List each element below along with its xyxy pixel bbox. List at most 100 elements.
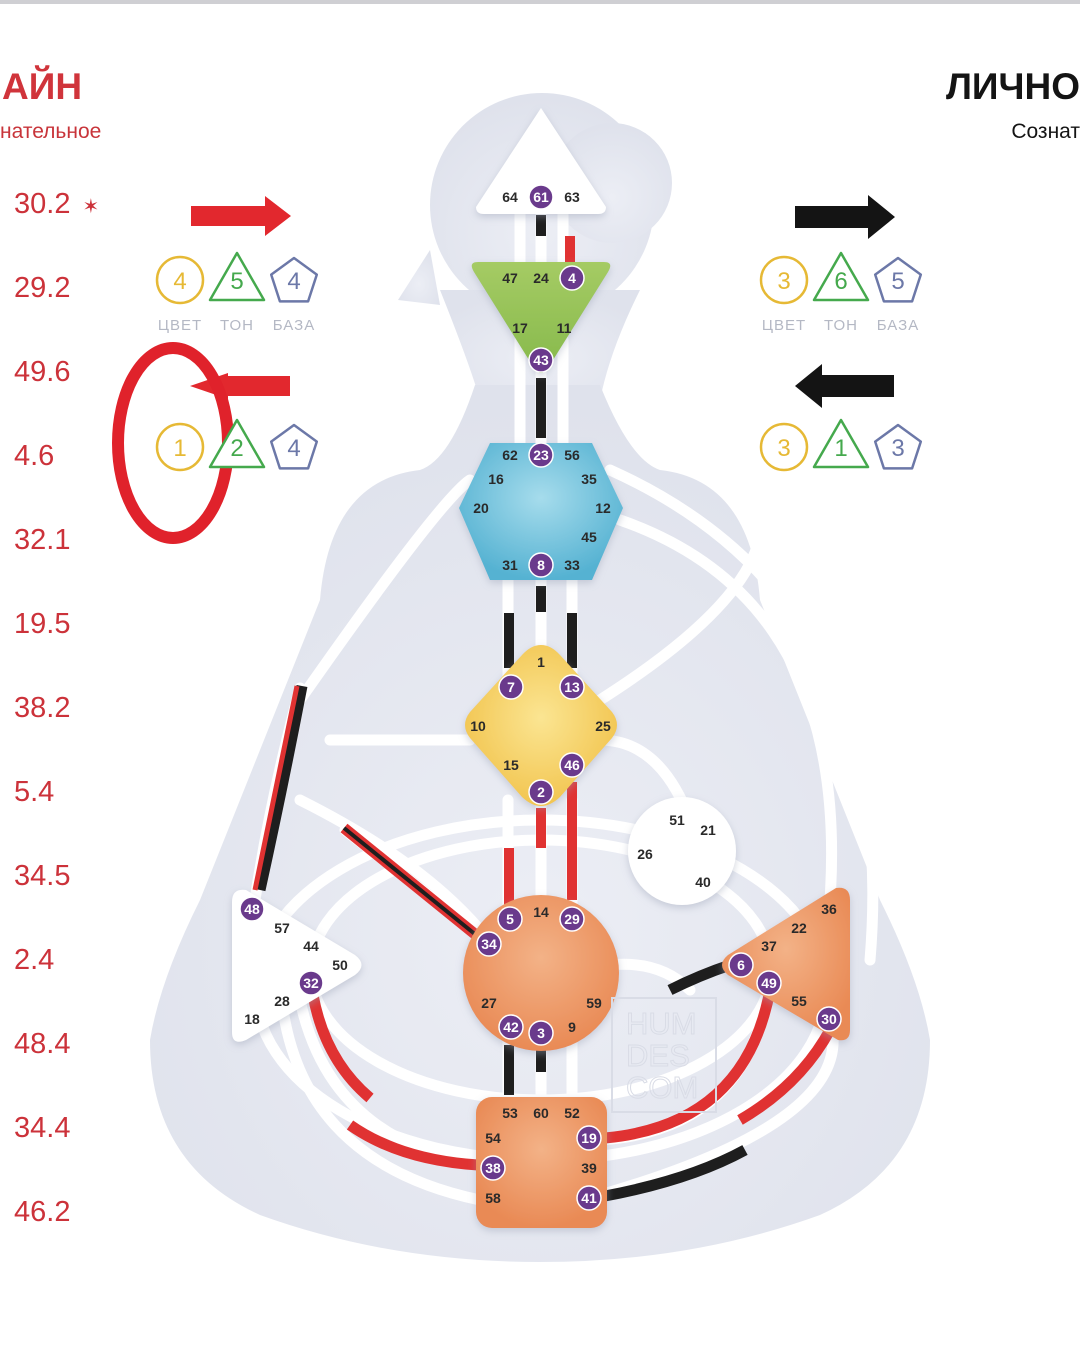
gate-activation-dot [476, 931, 502, 957]
gate-activation-dot [528, 1020, 554, 1046]
gate-10: 10 [470, 718, 486, 734]
gate-number: 56 [564, 447, 580, 463]
gate-17: 17 [512, 320, 528, 336]
gate-activation-dot [498, 1014, 524, 1040]
color-value: 3 [777, 268, 790, 295]
design-activation-row: 34.4 [14, 1112, 70, 1145]
tone-shape-icon [812, 251, 870, 302]
gate-44: 44 [303, 938, 319, 954]
gate-number: 48 [244, 901, 260, 917]
gate-number: 51 [669, 812, 685, 828]
gate-number: 64 [502, 189, 518, 205]
gate-number: 38 [485, 1160, 501, 1176]
color-shape-icon [759, 255, 809, 305]
design-activation-value: 38.2 [14, 692, 71, 724]
gate-8: 8 [528, 552, 554, 578]
gate-23: 23 [528, 442, 554, 468]
root-center [476, 1097, 607, 1228]
gate-25: 25 [595, 718, 611, 734]
gate-number: 15 [503, 757, 519, 773]
gate-16: 16 [488, 471, 504, 487]
gate-number: 6 [737, 957, 745, 973]
gate-activation-dot [528, 347, 554, 373]
gate-number: 41 [581, 1190, 597, 1206]
gate-activation-dot [239, 896, 265, 922]
gate-number: 63 [564, 189, 580, 205]
channel-57-34-black [254, 684, 308, 892]
design-activation-value: 34.4 [14, 1112, 71, 1144]
color-value: 3 [777, 435, 790, 462]
gate-number: 5 [506, 911, 514, 927]
gate-number: 32 [303, 975, 319, 991]
gate-21: 21 [700, 822, 716, 838]
design-activation-value: 32.1 [14, 524, 71, 556]
design-bottom-tone-variable: 2 [208, 418, 266, 469]
gate-number: 62 [502, 447, 518, 463]
gate-28: 28 [274, 993, 290, 1009]
gate-12: 12 [595, 500, 611, 516]
base-shape-icon [269, 423, 319, 470]
gate-55: 55 [791, 993, 807, 1009]
gate-7: 7 [498, 674, 524, 700]
tone-label: ТОН [220, 317, 254, 334]
gate-56: 56 [564, 447, 580, 463]
gate-29: 29 [559, 906, 585, 932]
design-activation-value: 19.5 [14, 608, 71, 640]
gate-53: 53 [502, 1105, 518, 1121]
base-label: БАЗА [877, 317, 919, 334]
gate-22: 22 [791, 920, 807, 936]
arrow-left-black [795, 364, 894, 408]
gate-40: 40 [695, 874, 711, 890]
top-bar [0, 0, 1080, 4]
gate-48: 48 [239, 896, 265, 922]
gate-activation-dot [728, 952, 754, 978]
gate-number: 55 [791, 993, 807, 1009]
gate-5: 5 [497, 906, 523, 932]
gate-number: 30 [821, 1011, 837, 1027]
gate-activation-dot [528, 184, 554, 210]
design-activation-value: 2.4 [14, 944, 55, 976]
design-activation-row: 4.6 [14, 440, 54, 473]
gate-number: 46 [564, 757, 580, 773]
gate-number: 53 [502, 1105, 518, 1121]
gate-number: 12 [595, 500, 611, 516]
gate-number: 61 [533, 189, 549, 205]
gate-32: 32 [298, 970, 324, 996]
gate-13: 13 [559, 674, 585, 700]
gate-activation-dot [559, 752, 585, 778]
gate-activation-dot [528, 779, 554, 805]
color-shape-icon [155, 255, 205, 305]
gate-33: 33 [564, 557, 580, 573]
gate-42: 42 [498, 1014, 524, 1040]
design-activation-value: 48.4 [14, 1028, 71, 1060]
gate-20: 20 [473, 500, 489, 516]
tone-value: 6 [834, 268, 847, 295]
gate-number: 47 [502, 270, 518, 286]
channel-32-54 [307, 993, 374, 1103]
gate-number: 13 [564, 679, 580, 695]
gate-52: 52 [564, 1105, 580, 1121]
gate-activation-dot [559, 906, 585, 932]
gate-number: 31 [502, 557, 518, 573]
gate-number: 35 [581, 471, 597, 487]
arrow-left-red [190, 373, 290, 399]
solar-plexus-center [722, 887, 850, 1041]
gate-activation-dot [576, 1185, 602, 1211]
gate-41: 41 [576, 1185, 602, 1211]
personality-bottom-color-variable: 3 [759, 422, 809, 472]
ego-center [628, 797, 736, 905]
gate-activation-dot [756, 970, 782, 996]
base-value: 3 [891, 435, 904, 462]
gate-number: 42 [503, 1019, 519, 1035]
gate-54: 54 [485, 1130, 501, 1146]
gate-number: 25 [595, 718, 611, 734]
gate-61: 61 [528, 184, 554, 210]
gate-number: 16 [488, 471, 504, 487]
tone-label: ТОН [824, 317, 858, 334]
gate-number: 26 [637, 846, 653, 862]
gate-number: 58 [485, 1190, 501, 1206]
